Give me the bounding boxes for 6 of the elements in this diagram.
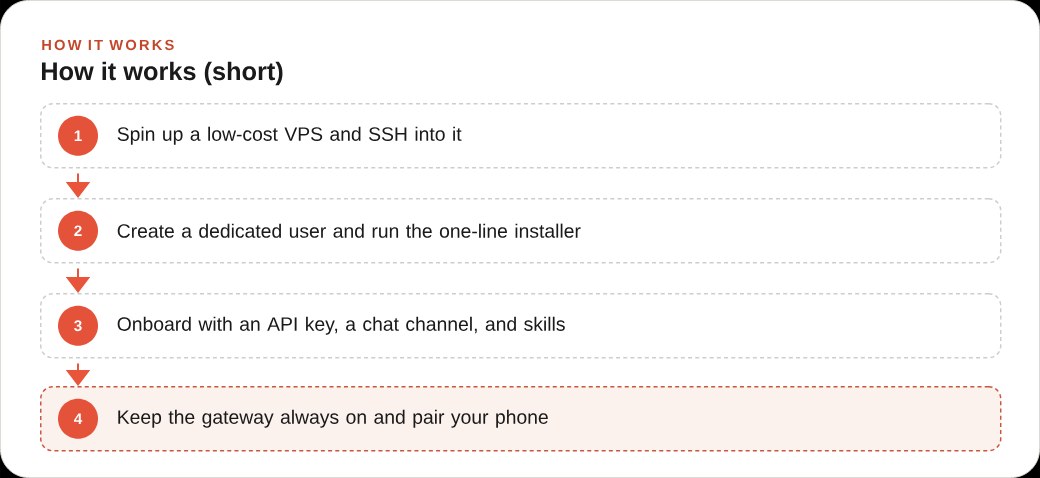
number-badge: 3 (58, 305, 98, 346)
section-label: HOW IT WORKS (42, 39, 174, 51)
number-badge: 2 (58, 210, 98, 251)
number-badge: 1 (58, 115, 98, 156)
heading: How it works (short) (41, 61, 283, 86)
number-badge: 4 (58, 398, 98, 439)
